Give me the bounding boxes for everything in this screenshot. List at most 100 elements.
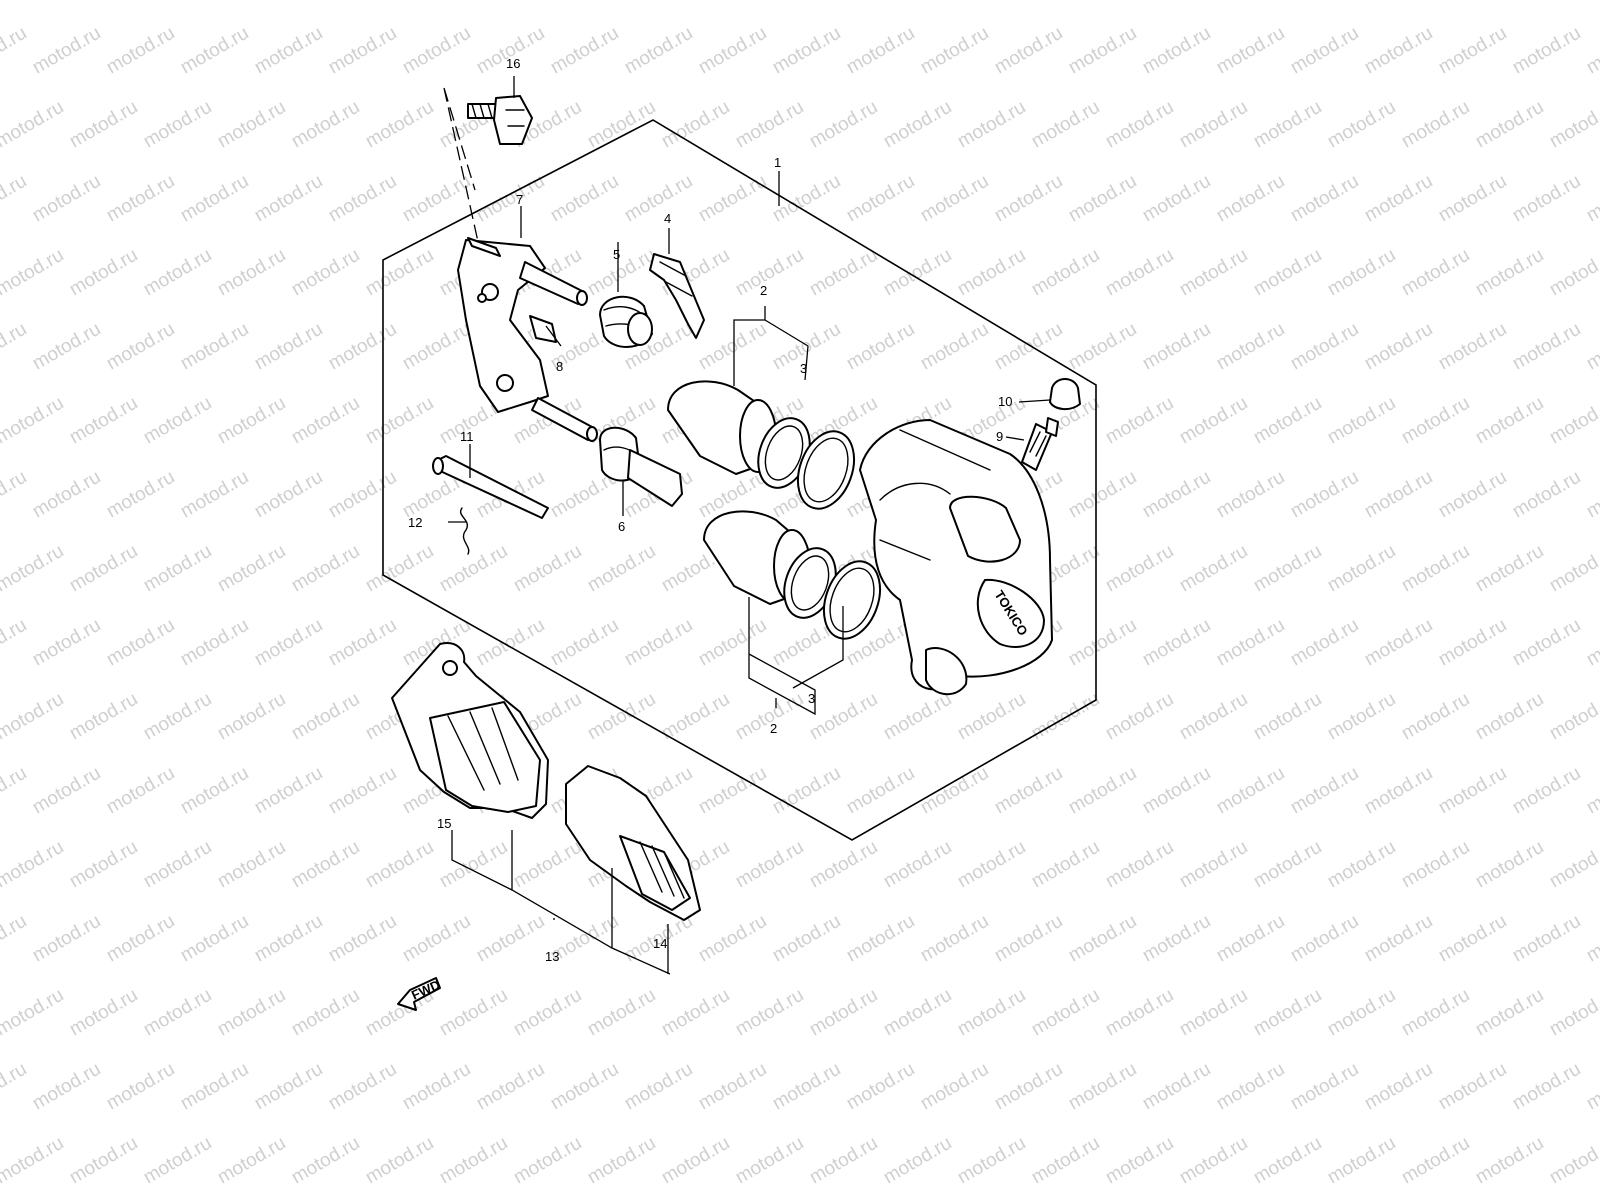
watermark-text: motod.ru — [473, 1059, 548, 1115]
watermark-text: motod.ru — [325, 763, 400, 819]
watermark-text: motod.ru — [1361, 763, 1436, 819]
watermark-text: motod.ru — [436, 985, 511, 1041]
watermark-text: motod.ru — [1176, 245, 1251, 301]
watermark-text: motod.ru — [288, 985, 363, 1041]
watermark-text: motod.ru — [1361, 319, 1436, 375]
watermark-text: motod.ru — [1250, 837, 1325, 893]
watermark-text: motod.ru — [1509, 911, 1584, 967]
watermark-text: motod.ru — [991, 1059, 1066, 1115]
watermark-text: motod.ru — [806, 689, 881, 745]
watermark-text: motod.ru — [695, 319, 770, 375]
bleeder-cap-10 — [1049, 378, 1081, 410]
watermark-text: motod.ru — [0, 467, 30, 523]
watermark-text: motod.ru — [29, 467, 104, 523]
watermark-text: motod.ru — [1287, 467, 1362, 523]
watermark-text: motod.ru — [880, 985, 955, 1041]
watermark-text: motod.ru — [769, 1059, 844, 1115]
watermark-text: motod.ru — [732, 985, 807, 1041]
watermark-text: motod.ru — [1583, 911, 1600, 967]
watermark-text: motod.ru — [473, 171, 548, 227]
watermark-text: motod.ru — [214, 393, 289, 449]
watermark-text: motod.ru — [1583, 615, 1600, 671]
watermark-text: motod.ru — [584, 689, 659, 745]
watermark-text: motod.ru — [510, 837, 585, 893]
watermark-text: motod.ru — [954, 1133, 1029, 1189]
watermark-text: motod.ru — [880, 689, 955, 745]
watermark-text: motod.ru — [843, 763, 918, 819]
watermark-text: motod.ru — [288, 689, 363, 745]
watermark-text: motod.ru — [769, 23, 844, 79]
watermark-text: motod.ru — [1028, 985, 1103, 1041]
watermark-text: motod.ru — [399, 319, 474, 375]
watermark-text: motod.ru — [1287, 23, 1362, 79]
watermark-text: motod.ru — [1472, 541, 1547, 597]
watermark-text: motod.ru — [251, 23, 326, 79]
watermark-text: motod.ru — [177, 319, 252, 375]
watermark-text: motod.ru — [510, 0, 585, 4]
watermark-text: motod.ru — [621, 1059, 696, 1115]
watermark-text: motod.ru — [917, 319, 992, 375]
watermark-text: motod.ru — [1435, 467, 1510, 523]
watermark-text: motod.ru — [1546, 541, 1600, 597]
watermark-text: motod.ru — [1213, 615, 1288, 671]
watermark-text: motod.ru — [325, 615, 400, 671]
watermark-text: motod.ru — [1324, 245, 1399, 301]
watermark-text: motod.ru — [1583, 1059, 1600, 1115]
watermark-text: motod.ru — [362, 837, 437, 893]
watermark-text: motod.ru — [1287, 1059, 1362, 1115]
watermark-text: motod.ru — [140, 97, 215, 153]
watermark-text: motod.ru — [880, 1133, 955, 1189]
watermark-text: motod.ru — [103, 1059, 178, 1115]
watermark-text: motod.ru — [103, 763, 178, 819]
watermark-text: motod.ru — [584, 985, 659, 1041]
watermark-text: motod.ru — [1287, 911, 1362, 967]
watermark-text: motod.ru — [917, 171, 992, 227]
watermark-text: motod.ru — [214, 1133, 289, 1189]
watermark-text: motod.ru — [0, 837, 67, 893]
watermark-text: motod.ru — [1472, 1133, 1547, 1189]
brake-pad-14 — [565, 765, 701, 921]
watermark-text: motod.ru — [806, 245, 881, 301]
watermark-text: motod.ru — [288, 1133, 363, 1189]
callout-10: 10 — [998, 394, 1012, 409]
watermark-text: motod.ru — [843, 1059, 918, 1115]
watermark-text: motod.ru — [1398, 837, 1473, 893]
watermark-text: motod.ru — [1028, 97, 1103, 153]
watermark-text: motod.ru — [0, 1133, 67, 1189]
watermark-text: motod.ru — [1250, 245, 1325, 301]
watermark-text: motod.ru — [917, 23, 992, 79]
watermark-text: motod.ru — [1176, 985, 1251, 1041]
watermark-text: motod.ru — [29, 319, 104, 375]
watermark-text: motod.ru — [732, 1133, 807, 1189]
watermark-text: motod.ru — [0, 689, 67, 745]
callout-15: 15 — [437, 816, 451, 831]
watermark-text: motod.ru — [1435, 911, 1510, 967]
watermark-text: motod.ru — [1546, 245, 1600, 301]
callout-3-lower: 3 — [808, 691, 815, 706]
callout-1: 1 — [774, 155, 781, 170]
watermark-text: motod.ru — [140, 393, 215, 449]
watermark-text: motod.ru — [1546, 1133, 1600, 1189]
watermark-text: motod.ru — [140, 0, 215, 4]
watermark-text: motod.ru — [806, 985, 881, 1041]
watermark-text: motod.ru — [66, 245, 141, 301]
watermark-text: motod.ru — [1102, 837, 1177, 893]
watermark-text: motod.ru — [1324, 97, 1399, 153]
watermark-text: motod.ru — [362, 393, 437, 449]
watermark-text: motod.ru — [1287, 171, 1362, 227]
watermark-text: motod.ru — [1361, 615, 1436, 671]
watermark-text: motod.ru — [621, 615, 696, 671]
watermark-text: motod.ru — [66, 985, 141, 1041]
watermark-text: motod.ru — [769, 911, 844, 967]
callout-7: 7 — [516, 192, 523, 207]
watermark-text: motod.ru — [103, 615, 178, 671]
watermark-text: motod.ru — [510, 985, 585, 1041]
watermark-text: motod.ru — [1435, 171, 1510, 227]
watermark-text: motod.ru — [658, 0, 733, 4]
watermark-text: motod.ru — [954, 689, 1029, 745]
watermark-text: motod.ru — [917, 763, 992, 819]
callout-3-upper: 3 — [800, 361, 807, 376]
watermark-text: motod.ru — [140, 245, 215, 301]
watermark-text: motod.ru — [1139, 763, 1214, 819]
watermark-text: motod.ru — [1398, 245, 1473, 301]
